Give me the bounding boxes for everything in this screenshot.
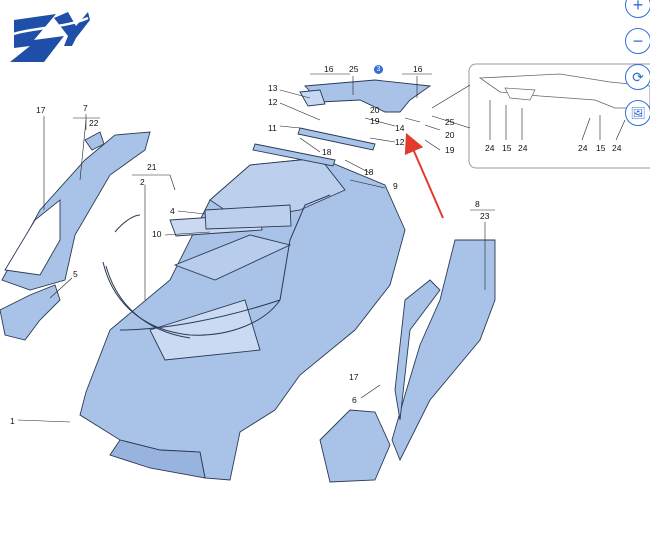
part-label-22: 22 bbox=[89, 118, 99, 128]
reset-view-button[interactable]: ⟳ bbox=[625, 64, 650, 90]
part-label-15-left: 15 bbox=[502, 143, 512, 153]
refresh-icon: ⟳ bbox=[632, 68, 644, 85]
part-label-21: 21 bbox=[147, 162, 157, 172]
part-label-5: 5 bbox=[73, 269, 78, 279]
part-label-19-right: 19 bbox=[445, 145, 455, 155]
part-label-17-left: 17 bbox=[36, 105, 46, 115]
part-label-12-top: 12 bbox=[268, 97, 278, 107]
right-side-frame bbox=[319, 239, 496, 483]
part-label-19-left: 19 bbox=[370, 116, 380, 126]
part-label-10: 10 bbox=[152, 229, 162, 239]
part-label-20-left: 20 bbox=[370, 105, 380, 115]
roof-frame bbox=[102, 194, 331, 339]
leader-lines bbox=[17, 73, 626, 423]
part-label-15-right: 15 bbox=[596, 143, 606, 153]
part-label-7: 7 bbox=[83, 103, 88, 113]
part-label-6: 6 bbox=[352, 395, 357, 405]
roof-strips bbox=[169, 127, 376, 237]
part-label-23: 23 bbox=[480, 211, 490, 221]
part-label-20-right: 20 bbox=[445, 130, 455, 140]
image-view-button[interactable]: 🖼 bbox=[625, 100, 650, 126]
part-label-4: 4 bbox=[170, 206, 175, 216]
part-label-13: 13 bbox=[268, 83, 278, 93]
part-label-17-right: 17 bbox=[349, 372, 359, 382]
part-label-9: 9 bbox=[393, 181, 398, 191]
plus-icon: + bbox=[632, 0, 644, 15]
left-side-frame bbox=[0, 131, 151, 341]
part-label-14: 14 bbox=[395, 123, 405, 133]
part-label-8: 8 bbox=[475, 199, 480, 209]
part-label-25-right: 25 bbox=[445, 117, 455, 127]
part-label-18-left: 18 bbox=[322, 147, 332, 157]
part-label-25-left: 25 bbox=[349, 64, 359, 74]
spoiler-detail-callout bbox=[468, 63, 650, 169]
part-label-24-a: 24 bbox=[485, 143, 495, 153]
part-label-16-left: 16 bbox=[324, 64, 334, 74]
brand-logo bbox=[7, 12, 90, 62]
part-label-12-right: 12 bbox=[395, 137, 405, 147]
part-label-2: 2 bbox=[140, 177, 145, 187]
part-label-24-b: 24 bbox=[518, 143, 528, 153]
rear-spoiler bbox=[299, 79, 432, 113]
part-label-11: 11 bbox=[268, 123, 277, 133]
minus-icon: − bbox=[632, 30, 644, 51]
red-indicator-arrow bbox=[404, 132, 444, 219]
part-label-24-d: 24 bbox=[612, 143, 622, 153]
car-body-shell bbox=[79, 157, 406, 481]
zoom-out-button[interactable]: − bbox=[625, 28, 650, 54]
part-label-24-c: 24 bbox=[578, 143, 588, 153]
part-label-3: 3 bbox=[374, 65, 383, 74]
zoom-in-button[interactable]: + bbox=[625, 0, 650, 18]
part-label-18-right: 18 bbox=[364, 167, 374, 177]
image-icon: 🖼 bbox=[630, 106, 646, 120]
part-label-1: 1 bbox=[10, 416, 15, 426]
part-label-16-right: 16 bbox=[413, 64, 423, 74]
